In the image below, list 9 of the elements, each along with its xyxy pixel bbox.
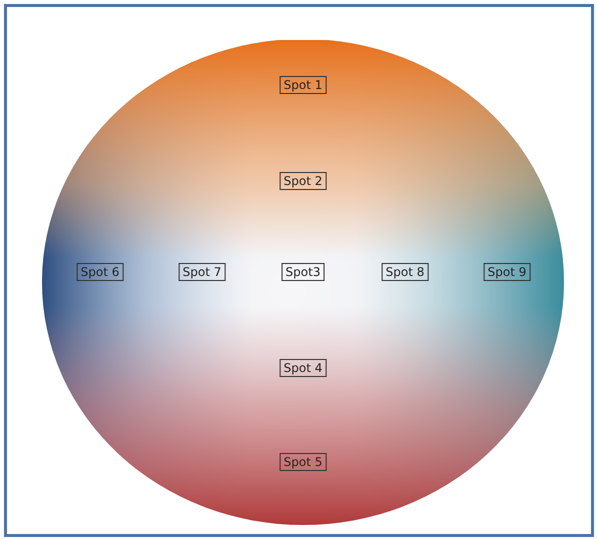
spot-label: Spot 6 — [76, 263, 124, 281]
spot-label: Spot 7 — [178, 263, 226, 281]
spot-label: Spot3 — [282, 263, 324, 281]
spot-label: Spot 9 — [484, 263, 530, 281]
spot-label: Spot 2 — [280, 172, 326, 190]
spot-label: Spot 4 — [280, 359, 326, 377]
spot-label: Spot 8 — [382, 263, 428, 281]
spot-label: Spot 5 — [280, 453, 326, 471]
spot-label: Spot 1 — [280, 76, 326, 94]
